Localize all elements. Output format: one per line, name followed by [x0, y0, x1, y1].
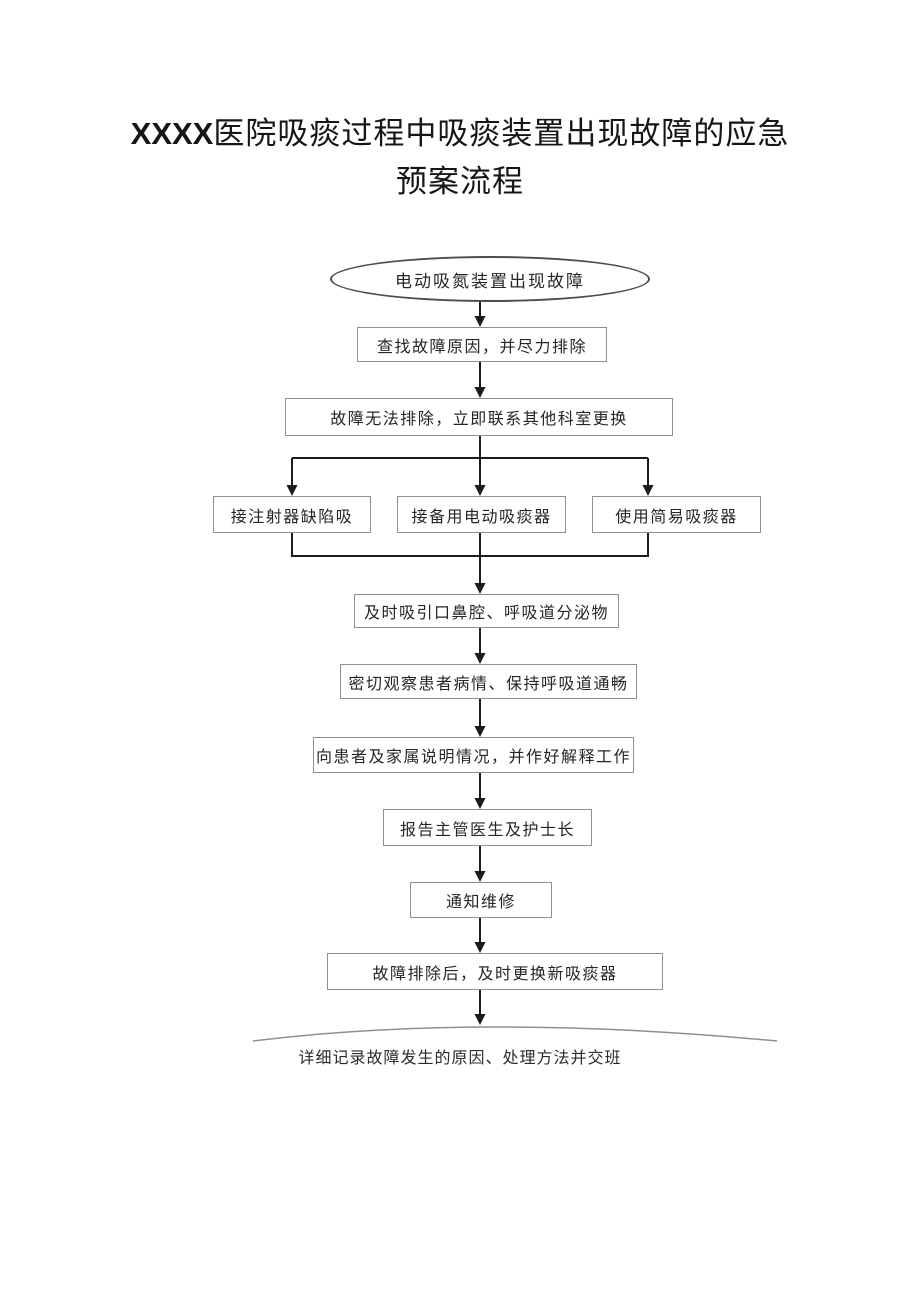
page-title-line-1-text: 医院吸痰过程中吸痰装置出现故障的应急: [213, 116, 790, 151]
page-title: XXXX医院吸痰过程中吸痰装置出现故障的应急 预案流程: [0, 110, 920, 206]
arrow-step3-to-step4: [474, 628, 486, 664]
flow-node-suction-secretions: 及时吸引口鼻腔、呼吸道分泌物: [354, 594, 619, 628]
arrow-step7-to-step8: [474, 918, 486, 953]
page-title-line-2: 预案流程: [396, 164, 524, 199]
arrow-start-to-step1: [474, 302, 486, 327]
flow-node-branch-syringe: 接注射器缺陷吸: [213, 496, 371, 533]
branch-split-lines: [286, 436, 654, 496]
arrow-step6-to-step7: [474, 846, 486, 882]
flow-node-branch-backup-device: 接备用电动吸痰器: [397, 496, 566, 533]
page-title-line-1: XXXX医院吸痰过程中吸痰装置出现故障的应急: [0, 110, 920, 158]
record-arc-line: [252, 1026, 778, 1042]
flow-end-note: 详细记录故障发生的原因、处理方法并交班: [298, 1050, 622, 1067]
flow-node-observe-patient: 密切观察患者病情、保持呼吸道通畅: [340, 664, 637, 699]
arrow-step1-to-step2: [474, 362, 486, 398]
flow-node-find-cause: 查找故障原因，并尽力排除: [357, 327, 607, 362]
arrow-step4-to-step5: [474, 699, 486, 737]
flow-node-branch-simple-device: 使用简易吸痰器: [592, 496, 761, 533]
arrow-step8-to-record: [474, 990, 486, 1025]
hospital-name-placeholder: XXXX: [130, 116, 214, 151]
arrow-step5-to-step6: [474, 773, 486, 809]
flow-node-start: 电动吸氮装置出现故障: [330, 256, 650, 302]
branch-merge-lines: [291, 533, 649, 594]
flow-node-replace-device: 故障排除后，及时更换新吸痰器: [327, 953, 663, 990]
flow-node-explain-to-family: 向患者及家属说明情况，并作好解释工作: [313, 737, 634, 773]
flow-node-report-doctor: 报告主管医生及护士长: [383, 809, 592, 846]
flow-node-contact-dept: 故障无法排除，立即联系其他科室更换: [285, 398, 673, 436]
flow-node-notify-repair: 通知维修: [410, 882, 552, 918]
